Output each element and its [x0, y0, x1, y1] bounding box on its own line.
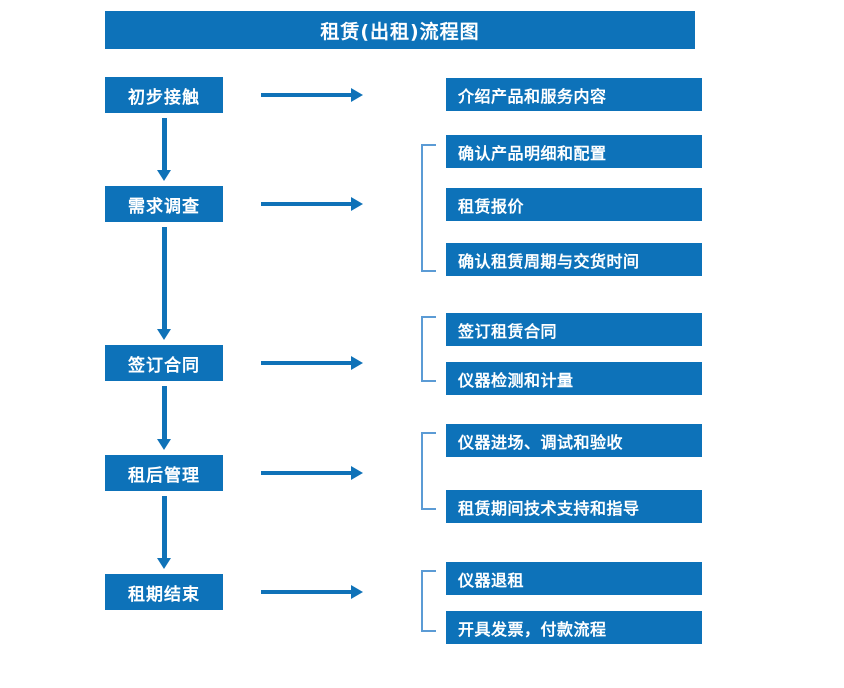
group-bracket-post-rental	[421, 432, 436, 510]
detail-box-introduce-products[interactable]: 介绍产品和服务内容	[446, 78, 702, 111]
detail-box-confirm-period[interactable]: 确认租赁周期与交货时间	[446, 243, 702, 276]
horizontal-arrow-4	[261, 466, 363, 480]
vertical-arrow-3	[157, 386, 171, 450]
detail-box-invoice-payment[interactable]: 开具发票，付款流程	[446, 611, 702, 644]
detail-box-confirm-spec[interactable]: 确认产品明细和配置	[446, 135, 702, 168]
detail-box-instrument-test[interactable]: 仪器检测和计量	[446, 362, 702, 395]
group-bracket-demand-survey	[421, 144, 436, 272]
stage-box-sign-contract[interactable]: 签订合同	[105, 345, 223, 381]
horizontal-arrow-1	[261, 88, 363, 102]
vertical-arrow-1	[157, 118, 171, 181]
detail-box-sign-lease[interactable]: 签订租赁合同	[446, 313, 702, 346]
group-bracket-sign-contract	[421, 316, 436, 382]
detail-box-tech-support[interactable]: 租赁期间技术支持和指导	[446, 490, 702, 523]
stage-box-initial-contact[interactable]: 初步接触	[105, 77, 223, 113]
vertical-arrow-4	[157, 496, 171, 569]
detail-box-instrument-entry[interactable]: 仪器进场、调试和验收	[446, 424, 702, 457]
horizontal-arrow-3	[261, 356, 363, 370]
horizontal-arrow-5	[261, 585, 363, 599]
stage-box-lease-end[interactable]: 租期结束	[105, 574, 223, 610]
horizontal-arrow-2	[261, 197, 363, 211]
vertical-arrow-2	[157, 227, 171, 340]
page-title: 租赁(出租)流程图	[105, 11, 695, 49]
group-bracket-lease-end	[421, 570, 436, 632]
stage-box-post-rental[interactable]: 租后管理	[105, 455, 223, 491]
detail-box-rental-quote[interactable]: 租赁报价	[446, 188, 702, 221]
stage-box-demand-survey[interactable]: 需求调查	[105, 186, 223, 222]
detail-box-instrument-return[interactable]: 仪器退租	[446, 562, 702, 595]
